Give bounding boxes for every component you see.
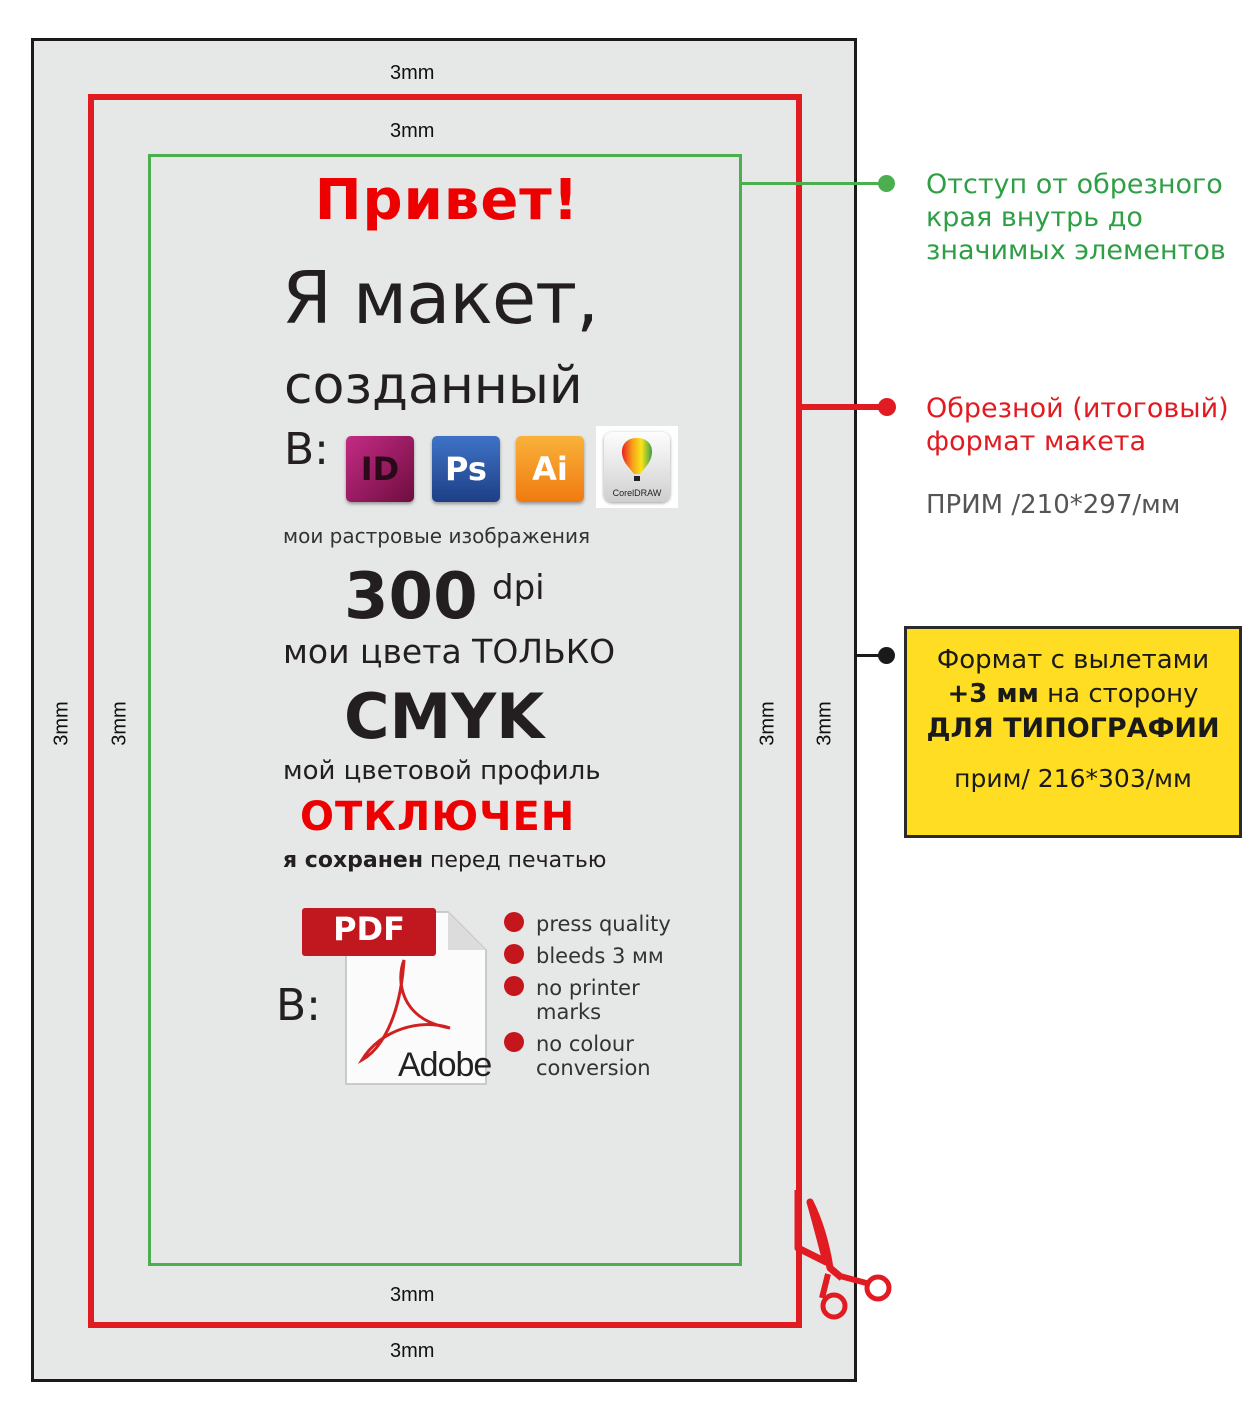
raster-images-label: мои растровые изображения	[283, 524, 591, 548]
illustrator-icon-label: Ai	[532, 450, 568, 488]
list-item: press quality	[504, 912, 704, 936]
coreldraw-icon: CorelDRAW	[596, 426, 678, 508]
requirement-text: no colour conversion	[536, 1032, 651, 1080]
trim-format-callout: Обрезной (итоговый) формат макета	[926, 392, 1229, 458]
pdf-badge: PDF	[333, 910, 405, 948]
bleed-format-example: прим/ 216*303/мм	[954, 764, 1192, 793]
color-profile-label: мой цветовой профиль	[283, 756, 601, 786]
bullet-icon	[504, 976, 524, 996]
margin-label-right-inner: 3mm	[756, 701, 779, 746]
trim-line-box	[88, 94, 802, 1328]
safe-zone-callout: Отступ от обрезного края внутрь до значи…	[926, 168, 1226, 267]
bleed-dot-icon	[878, 647, 895, 664]
requirement-text: bleeds 3 мм	[536, 944, 664, 968]
requirement-text: no printer marks	[536, 976, 640, 1024]
margin-label-right-outer: 3mm	[813, 701, 836, 746]
safe-zone-box	[148, 154, 742, 1266]
saved-rest: перед печатью	[423, 848, 607, 873]
photoshop-icon: Ps	[432, 436, 500, 502]
bleed-connector	[857, 654, 887, 657]
margin-label-left-inner: 3mm	[108, 701, 131, 746]
adobe-label: Adobe	[398, 1046, 492, 1084]
pdf-document-icon	[302, 908, 487, 1085]
margin-label-left-outer: 3mm	[50, 701, 73, 746]
margin-label-bottom-inner: 3mm	[390, 1284, 435, 1306]
in-label-apps: В:	[284, 424, 330, 475]
illustrator-icon: Ai	[516, 436, 584, 502]
safe-zone-dot-icon	[878, 175, 895, 192]
hello-heading: Привет!	[314, 168, 580, 233]
title-line-1: Я макет,	[282, 256, 599, 340]
bleed-line-2: +3 мм на сторону	[907, 679, 1239, 709]
pdf-file-icon: PDF Adobe	[300, 900, 492, 1090]
bleed-line-1: Формат с вылетами	[936, 645, 1210, 675]
margin-label-top-outer: 3mm	[390, 62, 435, 84]
hot-air-balloon-icon	[621, 438, 653, 481]
list-item: no colour conversion	[504, 1032, 704, 1080]
bleed-area-sheet	[31, 38, 857, 1382]
indesign-icon: ID	[346, 436, 414, 502]
color-mode: CMYK	[344, 680, 545, 753]
saved-bold: я сохранен	[283, 848, 424, 873]
margin-label-top-inner: 3mm	[390, 120, 435, 142]
callout-line: Обрезной (итоговый)	[926, 393, 1229, 424]
coreldraw-label: CorelDRAW	[612, 488, 662, 498]
bleed-line-3: ДЛЯ ТИПОГРАФИИ	[926, 713, 1220, 744]
callout-line: формат макета	[926, 426, 1147, 457]
colors-label: мои цвета ТОЛЬКО	[283, 632, 616, 671]
bullet-icon	[504, 912, 524, 932]
safe-zone-connector	[742, 182, 888, 185]
callout-line: Отступ от обрезного	[926, 169, 1223, 200]
requirement-text: press quality	[536, 912, 671, 936]
trim-format-example: ПРИМ /210*297/мм	[926, 490, 1181, 520]
trim-dot-icon	[878, 398, 896, 416]
in-label-pdf: В:	[276, 980, 322, 1031]
callout-line: значимых элементов	[926, 235, 1226, 266]
margin-label-bottom-outer: 3mm	[390, 1340, 435, 1362]
indesign-icon-label: ID	[360, 450, 400, 488]
title-line-2: созданный	[284, 356, 583, 416]
resolution-unit: dpi	[492, 568, 545, 608]
pdf-requirements-list: press quality bleeds 3 мм no printer mar…	[504, 912, 704, 1080]
callout-line: края внутрь до	[926, 202, 1143, 233]
saved-before-print: я сохранен перед печатью	[283, 848, 606, 873]
bleed-plus-3mm: +3 мм	[947, 679, 1039, 709]
bullet-icon	[504, 944, 524, 964]
bleed-per-side: на сторону	[1038, 679, 1199, 709]
trim-connector	[802, 404, 888, 410]
photoshop-icon-label: Ps	[445, 450, 487, 488]
color-profile-state: ОТКЛЮЧЕН	[300, 794, 576, 840]
list-item: no printer marks	[504, 976, 704, 1024]
bleed-format-callout: Формат с вылетами +3 мм на сторону ДЛЯ Т…	[904, 626, 1242, 838]
scissors-icon	[794, 1190, 892, 1320]
bullet-icon	[504, 1032, 524, 1052]
resolution-value: 300	[344, 560, 478, 634]
list-item: bleeds 3 мм	[504, 944, 704, 968]
